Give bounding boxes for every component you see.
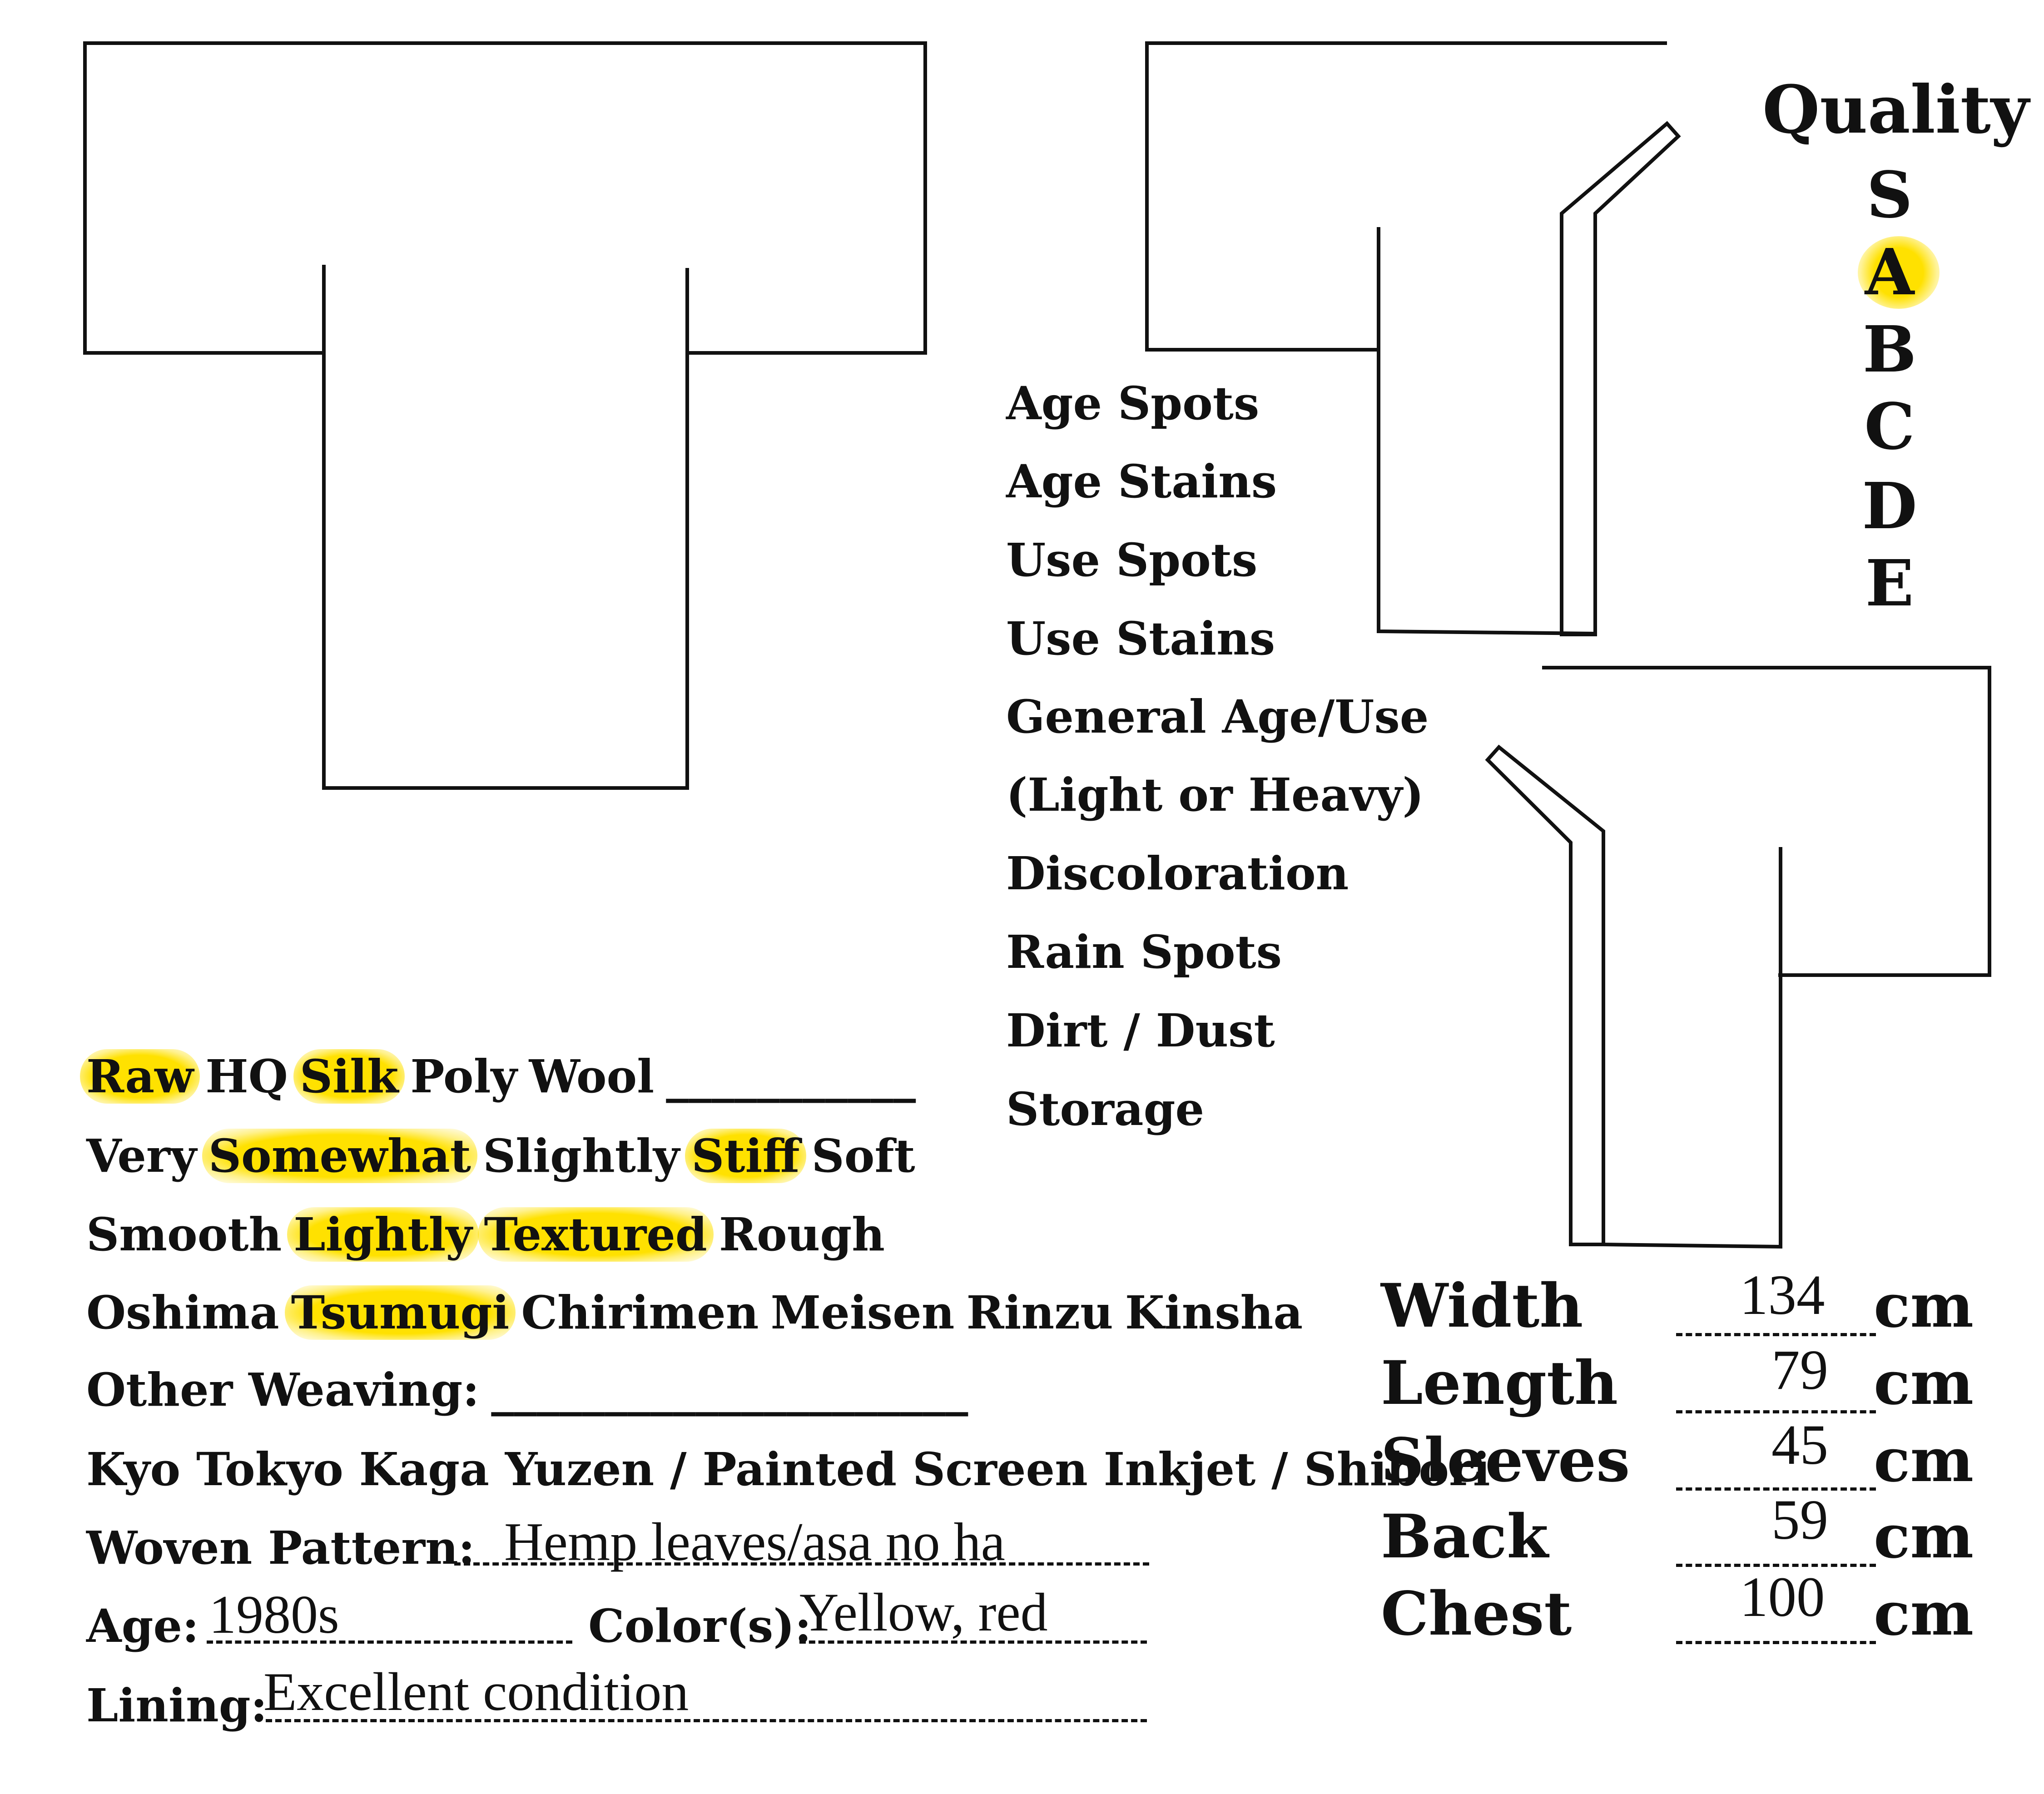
condition-item[interactable]: Discoloration: [1006, 847, 1349, 900]
material-option[interactable]: Kinsha: [1125, 1286, 1303, 1339]
other-weaving-blank[interactable]: _____________________: [491, 1363, 968, 1417]
measurement-unit: cm: [1874, 1348, 1974, 1418]
lining-label: Lining:: [86, 1679, 268, 1732]
material-option[interactable]: Chirimen: [521, 1286, 759, 1339]
lining-value[interactable]: Excellent condition: [263, 1661, 689, 1722]
woven-pattern-line: [454, 1562, 1149, 1566]
quality-grade-d[interactable]: D: [1862, 469, 1917, 544]
condition-item[interactable]: General Age/Use: [1006, 690, 1429, 743]
measurement-unit: cm: [1874, 1271, 1974, 1341]
measurement-line: [1676, 1410, 1876, 1413]
dye-technique-row[interactable]: Kyo Tokyo Kaga Yuzen / Painted Screen In…: [86, 1442, 1490, 1496]
measurement-value-chest[interactable]: 100: [1740, 1566, 1825, 1629]
measurement-label-back: Back: [1381, 1502, 1548, 1572]
measurement-value-width[interactable]: 134: [1740, 1264, 1825, 1327]
age-value[interactable]: 1980s: [209, 1584, 339, 1645]
kimono-front-left-outline: [1542, 666, 1991, 1249]
condition-item[interactable]: Dirt / Dust: [1006, 1004, 1275, 1057]
material-option-selected[interactable]: Tsumugi: [284, 1285, 516, 1340]
condition-item[interactable]: (Light or Heavy): [1006, 768, 1424, 822]
measurement-line: [1676, 1487, 1876, 1491]
material-option[interactable]: Rinzu: [966, 1286, 1113, 1339]
woven-pattern-value[interactable]: Hemp leaves/asa no ha: [504, 1512, 1005, 1572]
condition-item[interactable]: Age Stains: [1006, 455, 1277, 508]
measurement-line: [1676, 1641, 1876, 1644]
age-line: [207, 1640, 572, 1644]
condition-item[interactable]: Use Spots: [1006, 533, 1258, 587]
measurement-unit: cm: [1874, 1579, 1974, 1649]
measurement-value-length[interactable]: 79: [1771, 1339, 1828, 1402]
measurement-label-chest: Chest: [1381, 1579, 1572, 1649]
condition-item[interactable]: Age Spots: [1006, 377, 1260, 430]
measurement-label-length: Length: [1381, 1348, 1618, 1418]
measurement-unit: cm: [1874, 1425, 1974, 1496]
kimono-front-right-outline: [1145, 41, 1667, 635]
measurement-line: [1676, 1333, 1876, 1336]
quality-label: Quality: [1762, 71, 2029, 149]
material-option[interactable]: ___________: [666, 1050, 916, 1103]
material-option-selected[interactable]: Raw: [80, 1049, 200, 1104]
lining-line: [266, 1719, 1147, 1722]
material-option-selected[interactable]: Stiff: [685, 1129, 806, 1183]
measurement-line: [1676, 1564, 1876, 1567]
material-option[interactable]: Poly: [410, 1050, 517, 1103]
condition-item[interactable]: Use Stains: [1006, 612, 1275, 665]
material-option[interactable]: Wool: [529, 1050, 655, 1103]
material-option-selected[interactable]: Silk: [293, 1049, 405, 1104]
condition-item[interactable]: Storage: [1006, 1082, 1205, 1136]
measurement-label-width: Width: [1381, 1271, 1583, 1341]
quality-grade-s[interactable]: S: [1866, 158, 1913, 233]
age-label: Age:: [86, 1599, 199, 1653]
colors-label: Color(s):: [588, 1599, 812, 1653]
material-option-selected[interactable]: Textured: [477, 1207, 714, 1262]
quality-grade-b[interactable]: B: [1862, 312, 1917, 387]
woven-pattern-label: Woven Pattern:: [86, 1521, 475, 1575]
material-option[interactable]: HQ: [205, 1050, 288, 1103]
material-option[interactable]: Oshima: [86, 1286, 279, 1339]
quality-selected-highlight: [1858, 236, 1940, 309]
material-option[interactable]: Meisen: [770, 1286, 955, 1339]
other-weaving-row: Other Weaving:_____________________: [86, 1367, 980, 1412]
measurement-value-sleeves[interactable]: 45: [1771, 1414, 1828, 1477]
quality-grade-e[interactable]: E: [1865, 546, 1914, 621]
kimono-front-right-collar: [1560, 121, 1681, 636]
measurement-label-sleeves: Sleeves: [1381, 1425, 1630, 1496]
measurement-unit: cm: [1874, 1502, 1974, 1572]
material-option[interactable]: Slightly: [482, 1129, 680, 1183]
material-option[interactable]: Smooth: [86, 1208, 282, 1261]
material-option[interactable]: Very: [86, 1129, 197, 1183]
kimono-front-left-collar: [1485, 744, 1605, 1246]
material-option-selected[interactable]: Somewhat: [202, 1129, 477, 1183]
material-option[interactable]: Soft: [811, 1129, 915, 1183]
colors-line: [799, 1640, 1147, 1644]
colors-value[interactable]: Yellow, red: [799, 1582, 1048, 1642]
other-weaving-label: Other Weaving:: [86, 1363, 480, 1417]
condition-item[interactable]: Rain Spots: [1006, 925, 1282, 979]
kimono-back-outline: [83, 41, 927, 790]
material-option-selected[interactable]: Lightly: [287, 1207, 479, 1262]
measurement-value-back[interactable]: 59: [1771, 1489, 1828, 1551]
quality-grade-c[interactable]: C: [1864, 390, 1915, 464]
quality-grade-a[interactable]: A: [1865, 235, 1915, 310]
material-option[interactable]: Rough: [719, 1208, 885, 1261]
